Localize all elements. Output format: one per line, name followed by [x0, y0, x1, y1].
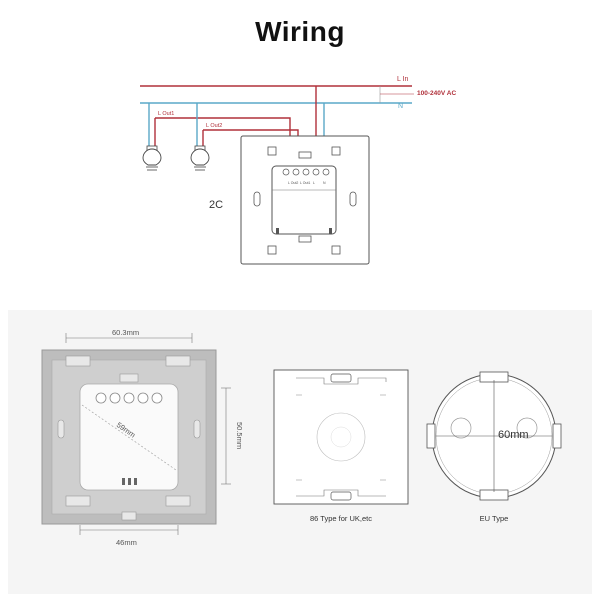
switch-backplate — [240, 135, 370, 265]
terminal-label: L Out1 — [300, 181, 310, 185]
eu-diameter-label: 60mm — [498, 429, 529, 441]
switch-back-view — [41, 349, 217, 525]
l-out2-label: L Out2 — [206, 123, 222, 129]
uk-86-box — [273, 369, 409, 505]
terminal-label: L Out2 — [288, 181, 298, 185]
eu-caption: EU Type — [480, 514, 509, 523]
page-title: Wiring — [255, 16, 345, 47]
n-label: N — [398, 103, 403, 110]
eu-round-box — [426, 371, 562, 501]
height-dimension-label: 50.5mm — [235, 422, 244, 449]
model-label: 2C — [209, 199, 223, 211]
l-in-label: L In — [397, 76, 409, 83]
uk-caption: 86 Type for UK,etc — [310, 514, 372, 523]
terminal-label: L — [313, 181, 315, 185]
width-dimension-label: 60.3mm — [112, 328, 139, 337]
dimension-lines — [65, 333, 231, 535]
terminal-labels: L Out2 L Out1 L N — [288, 181, 326, 185]
lamp-1-icon — [142, 145, 162, 171]
voltage-label: 100-240V AC — [417, 90, 456, 97]
mains-lines — [140, 85, 412, 104]
lamp-2-icon — [190, 145, 210, 171]
l-out1-label: L Out1 — [158, 111, 174, 117]
terminal-label: N — [323, 181, 326, 185]
bottom-dimension-label: 46mm — [116, 538, 137, 547]
